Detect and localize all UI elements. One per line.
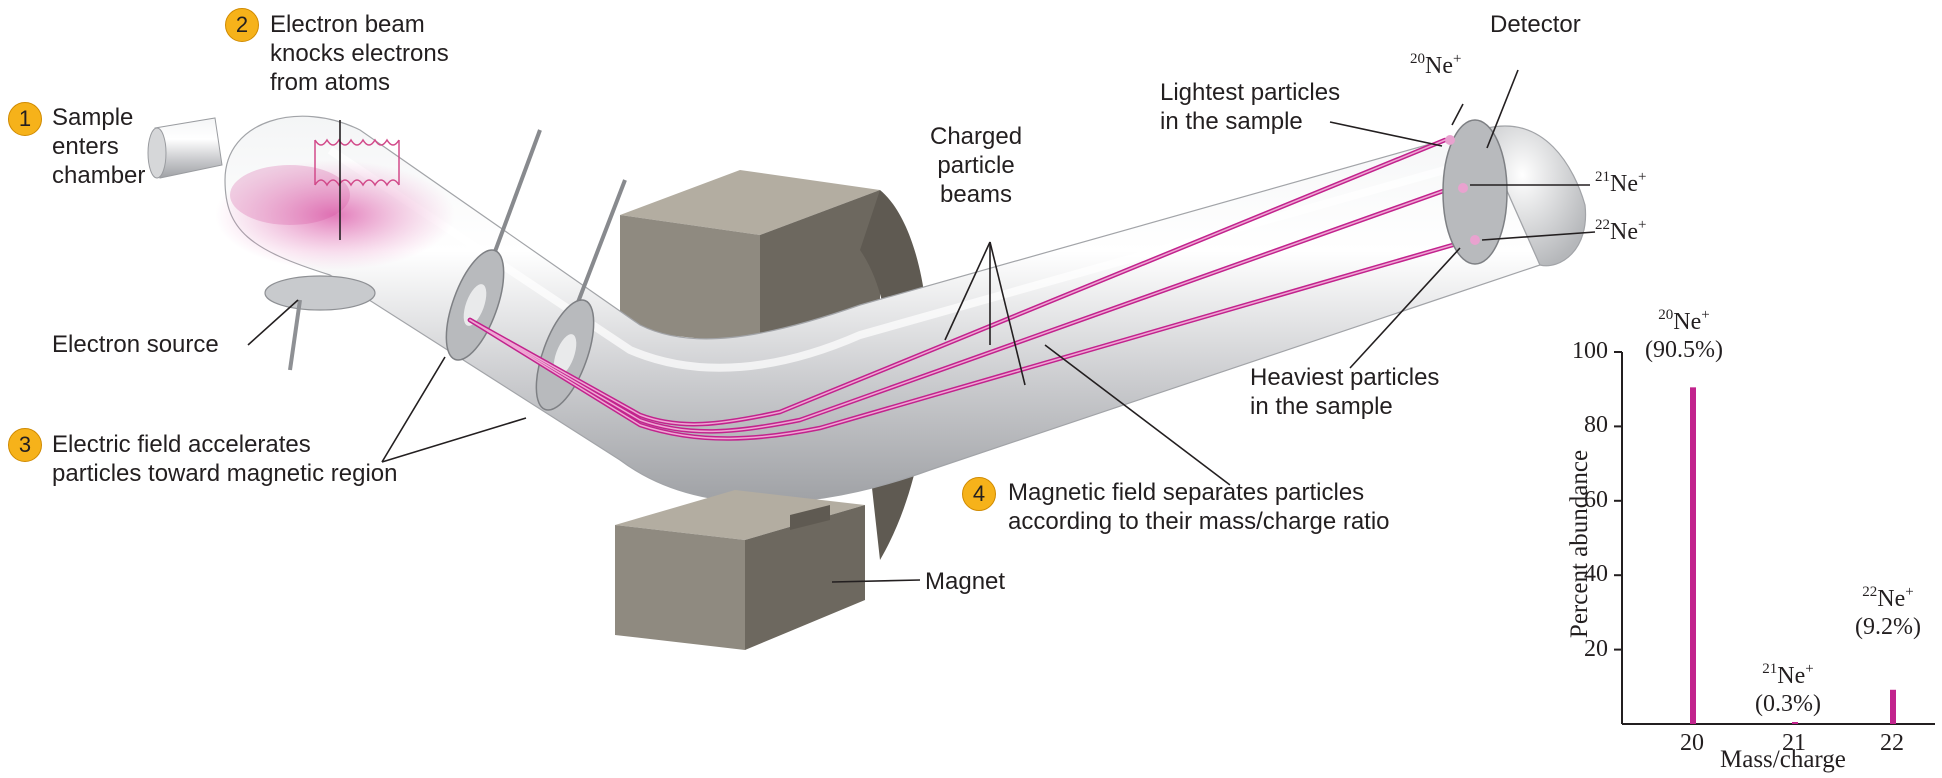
ion-label-ne20: 20Ne+ [1410, 51, 1462, 80]
ion-label-ne21: 21Ne+ [1595, 169, 1647, 198]
bar-20 [1690, 387, 1696, 724]
step-2-label: Electron beam knocks electrons from atom… [270, 11, 449, 96]
y-tick-80: 80 [1584, 412, 1608, 439]
accelerator-plates [445, 129, 627, 411]
x-tick-22: 22 [1880, 730, 1904, 756]
leader-lines [247, 69, 1596, 583]
ion-label-ne22: 22Ne+ [1595, 217, 1647, 246]
ionization-cloud [215, 160, 455, 270]
x-tick-20: 20 [1680, 730, 1704, 756]
step-3-badge: 3 [8, 428, 42, 462]
y-tick-20: 20 [1584, 635, 1608, 662]
chart-ticks [1614, 351, 1622, 651]
lightest-particles-label: Lightest particles in the sample [1160, 79, 1341, 135]
bar-label-22: 22Ne+ (9.2%) [1855, 584, 1921, 641]
bar-21 [1792, 722, 1798, 724]
step-1-label: Sample enters chamber [52, 104, 146, 189]
step-4-label: Magnetic field separates particles accor… [1008, 479, 1390, 535]
y-tick-60: 60 [1584, 486, 1608, 513]
detector-label: Detector [1490, 11, 1581, 38]
y-axis-label: Percent abundance [1566, 449, 1593, 639]
chart-bars [1690, 387, 1896, 724]
y-tick-100: 100 [1572, 338, 1608, 364]
x-tick-21: 21 [1782, 730, 1806, 756]
magnet-label: Magnet [925, 568, 1006, 595]
step-1-badge: 1 [8, 102, 42, 136]
bar-label-20: 20Ne+ (90.5%) [1645, 307, 1723, 364]
heaviest-particles-label: Heaviest particles in the sample [1250, 364, 1440, 420]
x-axis-label: Mass/charge [1720, 746, 1846, 773]
bar-22 [1890, 689, 1896, 724]
bar-label-21: 21Ne+ (0.3%) [1755, 661, 1821, 718]
y-tick-40: 40 [1584, 561, 1608, 588]
step-4-badge: 4 [962, 477, 996, 511]
chart-axes [1621, 352, 1935, 725]
filament-coil [314, 138, 400, 187]
step-3-label: Electric field accelerates particles tow… [52, 431, 398, 487]
charged-beams-label: Charged particle beams [930, 123, 1023, 208]
magnet-bottom-block [615, 490, 865, 650]
electron-source-label: Electron source [52, 331, 219, 358]
electron-source-disk [264, 275, 376, 311]
step-2-badge: 2 [225, 8, 259, 42]
detector-disk [1442, 119, 1508, 265]
